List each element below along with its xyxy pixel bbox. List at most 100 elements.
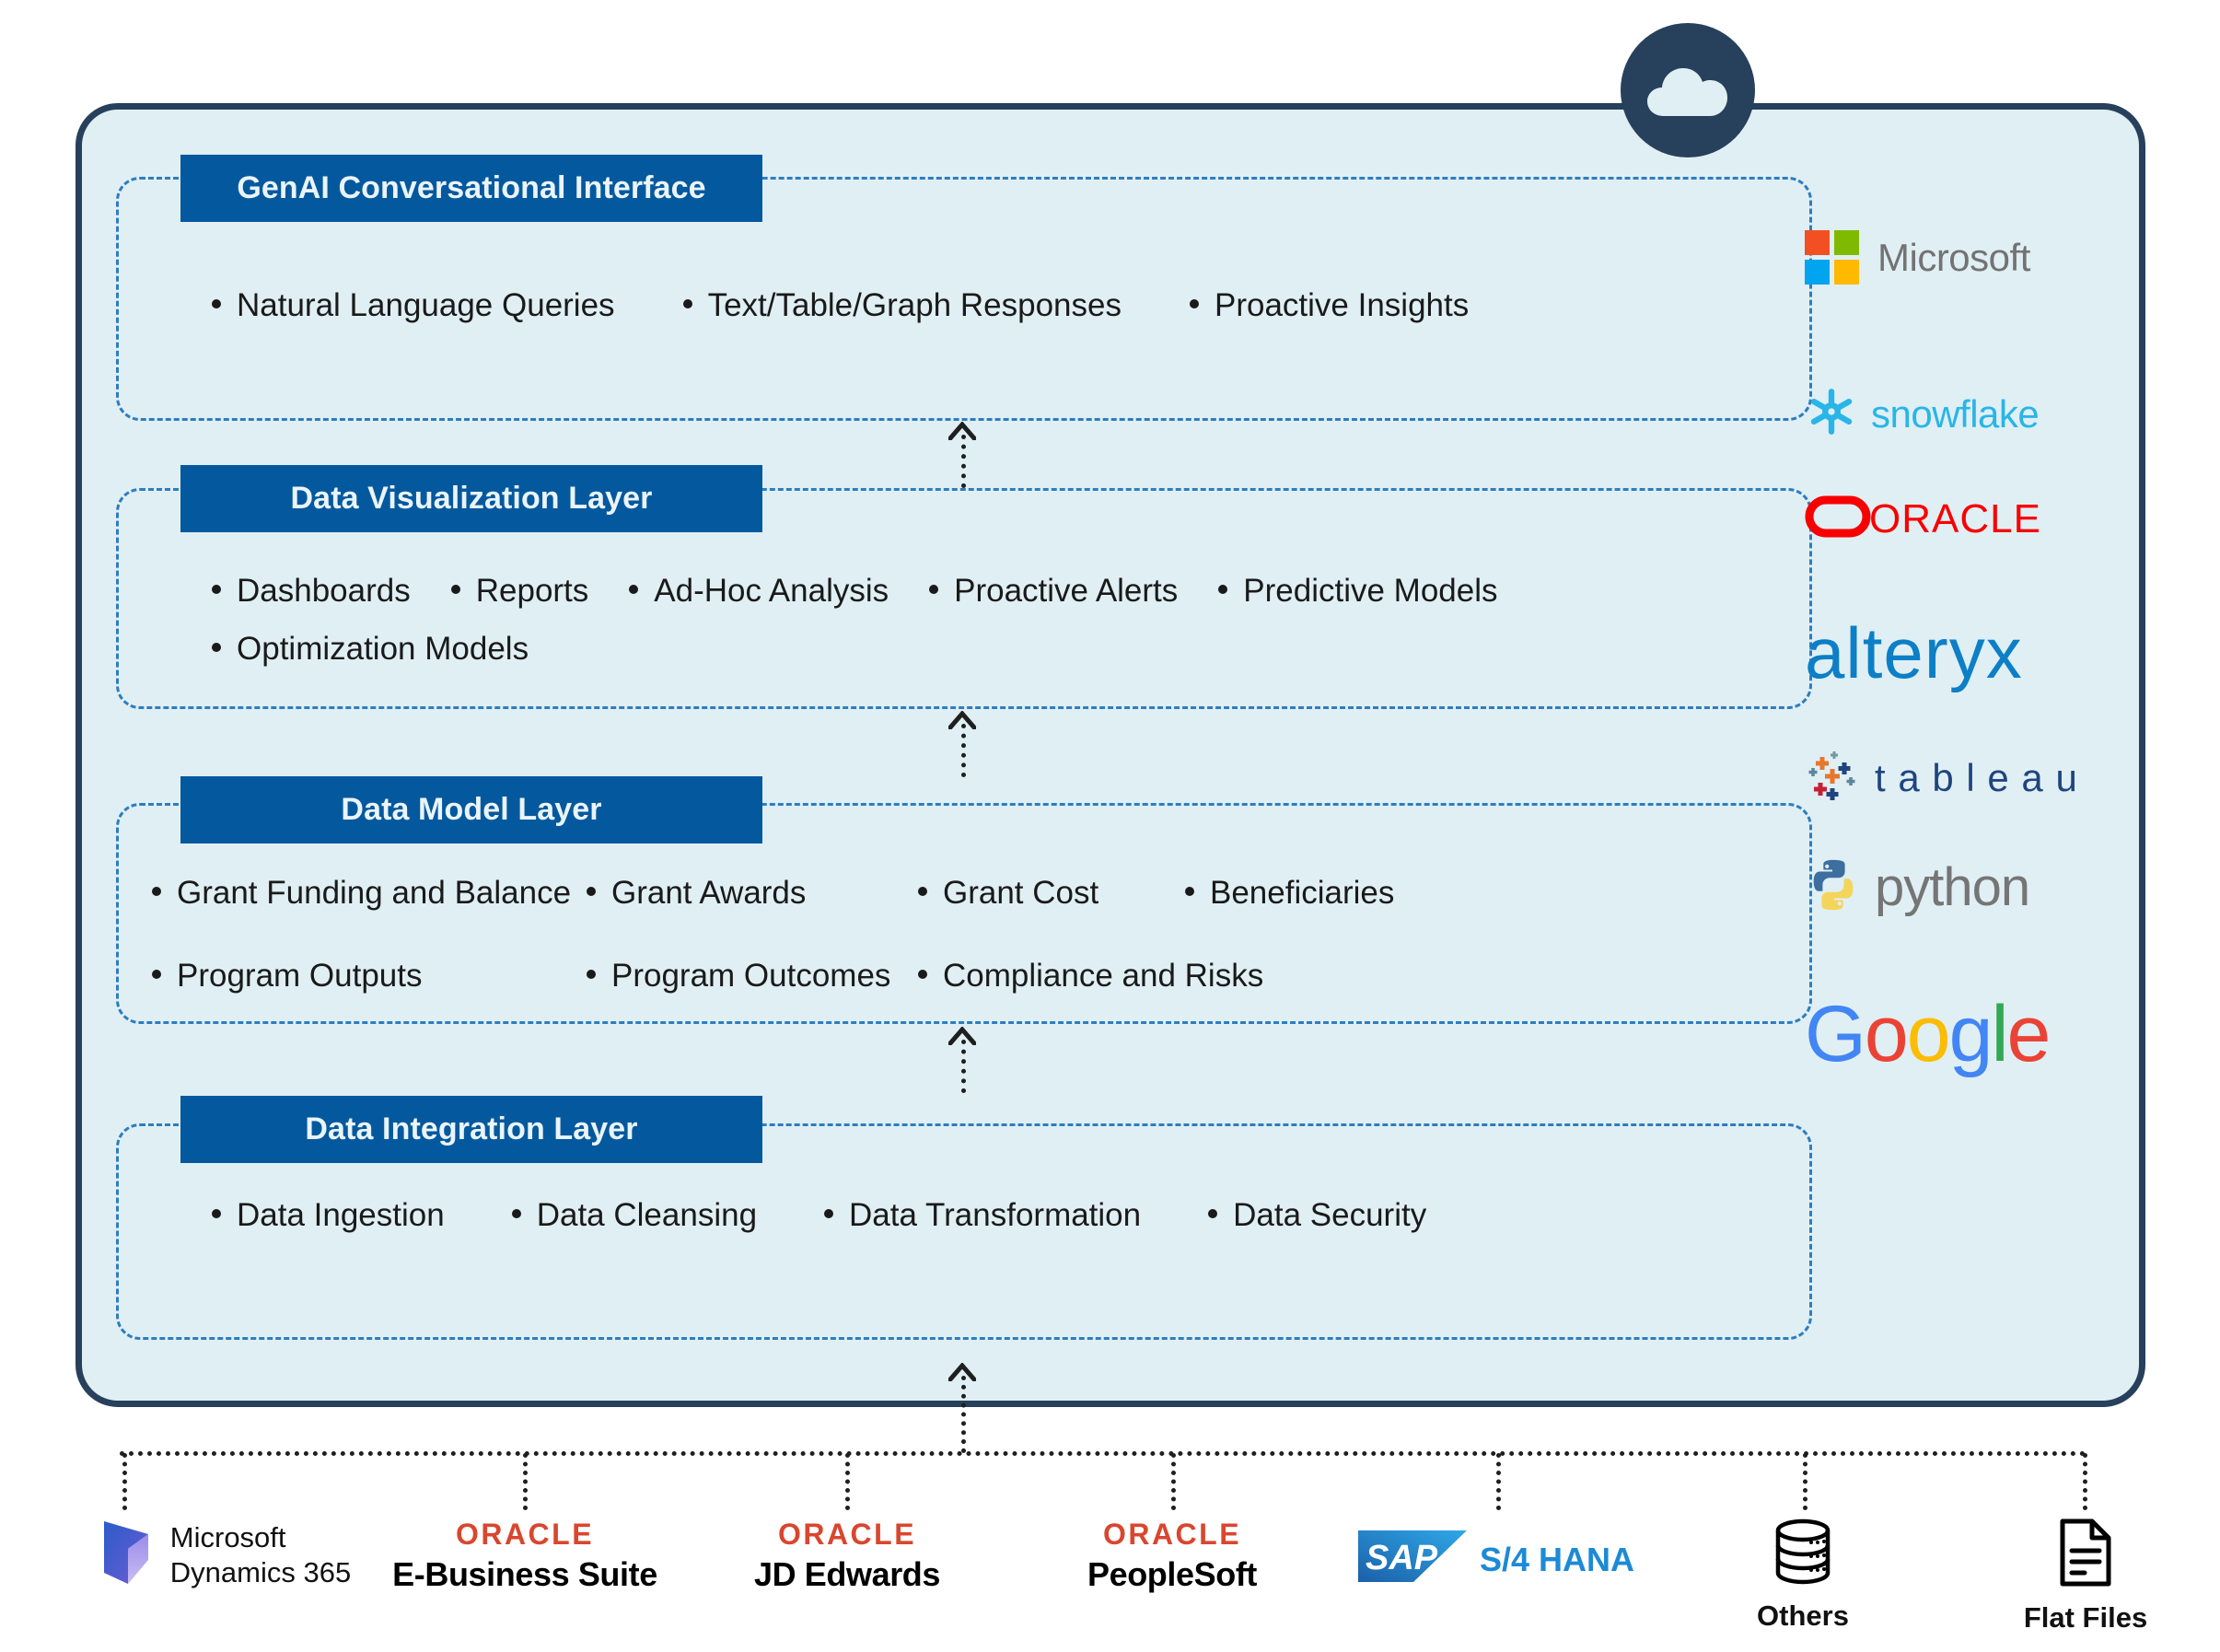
layer-genai-title: GenAI Conversational Interface bbox=[180, 155, 762, 222]
list-item: Compliance and Risks bbox=[918, 958, 1263, 995]
google-logo: Google bbox=[1805, 995, 2109, 1074]
arrow-head-icon bbox=[947, 1026, 978, 1047]
layer-integration bbox=[116, 1123, 1812, 1340]
sap-logo-icon: SAP bbox=[1357, 1530, 1469, 1588]
technology-logo-rail: Microsoft snowflake ORACLE alter bbox=[1805, 129, 2109, 1317]
bullet-dot bbox=[212, 585, 221, 594]
dynamics-365-icon bbox=[100, 1518, 157, 1592]
source-drop-line bbox=[1496, 1453, 1501, 1510]
list-item: Reports bbox=[450, 573, 588, 610]
tableau-logo: t a b l e a u bbox=[1805, 748, 2109, 808]
snowflake-wordmark: snowflake bbox=[1871, 391, 2040, 436]
layer-genai-items: Natural Language Queries Text/Table/Grap… bbox=[212, 287, 1814, 324]
source-label: Flat Files bbox=[2023, 1601, 2148, 1634]
bullet-dot bbox=[918, 887, 927, 896]
source-oracle-ebs: ORACLE E-Business Suite bbox=[387, 1518, 663, 1594]
cloud-icon bbox=[1621, 23, 1755, 157]
microsoft-logo: Microsoft bbox=[1805, 230, 2109, 285]
list-item: Program Outputs bbox=[152, 958, 587, 995]
bullet-dot bbox=[511, 1209, 521, 1218]
list-item: Ad-Hoc Analysis bbox=[629, 573, 889, 610]
list-item: Proactive Insights bbox=[1189, 287, 1469, 324]
list-item: Beneficiaries bbox=[1185, 875, 1809, 912]
flow-arrow-integration-to-model bbox=[947, 1026, 978, 1093]
oracle-oval-icon bbox=[1805, 495, 1871, 542]
oracle-brand-label: ORACLE bbox=[777, 1518, 917, 1551]
source-drop-line bbox=[122, 1453, 127, 1510]
python-wordmark: python bbox=[1875, 857, 2030, 917]
source-drop-line bbox=[1171, 1453, 1176, 1510]
arrow-stem bbox=[961, 1040, 966, 1093]
arrow-stem bbox=[961, 1376, 966, 1453]
source-dynamics-365: Microsoft Dynamics 365 bbox=[87, 1518, 364, 1592]
alteryx-logo: alteryx bbox=[1805, 617, 2109, 689]
list-item: Dashboards bbox=[212, 573, 411, 610]
list-item: Predictive Models bbox=[1218, 573, 1498, 610]
list-item: Data Transformation bbox=[824, 1197, 1141, 1234]
list-item: Grant Cost bbox=[918, 875, 1185, 912]
layer-model bbox=[116, 803, 1812, 1024]
source-sap-s4-hana: SAP S/4 HANA bbox=[1335, 1518, 1657, 1588]
oracle-product-label: PeopleSoft bbox=[1087, 1555, 1258, 1593]
layer-model-items: Grant Funding and Balance Grant Awards G… bbox=[152, 875, 1809, 995]
bullet-dot bbox=[929, 585, 939, 594]
oracle-logo: ORACLE bbox=[1805, 495, 2109, 542]
dynamics-365-wordmark: Microsoft Dynamics 365 bbox=[169, 1520, 352, 1588]
microsoft-wordmark: Microsoft bbox=[1877, 235, 2030, 279]
tableau-marks-icon bbox=[1805, 748, 1865, 808]
bullet-dot bbox=[212, 299, 221, 308]
source-label: Others bbox=[1757, 1600, 1849, 1632]
layer-visualization-items: Dashboards Reports Ad-Hoc Analysis Proac… bbox=[212, 573, 1777, 668]
oracle-product-label: JD Edwards bbox=[753, 1555, 941, 1593]
bullet-dot bbox=[587, 887, 596, 896]
bullet-dot bbox=[587, 970, 596, 979]
tableau-wordmark: t a b l e a u bbox=[1875, 755, 2078, 799]
source-drop-line bbox=[523, 1453, 528, 1510]
microsoft-squares-icon bbox=[1805, 230, 1859, 285]
arrow-head-icon bbox=[947, 1362, 978, 1383]
bullet-dot bbox=[629, 585, 639, 594]
list-item: Optimization Models bbox=[212, 631, 1777, 668]
database-icon bbox=[1771, 1518, 1835, 1590]
oracle-product-label: E-Business Suite bbox=[392, 1555, 657, 1593]
platform-panel bbox=[76, 103, 2145, 1407]
list-item: Grant Funding and Balance bbox=[152, 875, 587, 912]
layer-integration-title: Data Integration Layer bbox=[180, 1096, 762, 1163]
svg-text:SAP: SAP bbox=[1366, 1539, 1438, 1577]
list-item: Data Ingestion bbox=[212, 1197, 445, 1234]
arrow-head-icon bbox=[947, 710, 978, 731]
oracle-brand-label: ORACLE bbox=[455, 1518, 595, 1551]
bullet-dot bbox=[1208, 1209, 1218, 1218]
list-item: Proactive Alerts bbox=[929, 573, 1178, 610]
bullet-dot bbox=[1218, 585, 1228, 594]
snowflake-icon bbox=[1805, 385, 1858, 443]
flow-arrow-visualization-to-genai bbox=[947, 421, 978, 488]
list-item: Program Outcomes bbox=[587, 958, 918, 995]
snowflake-logo: snowflake bbox=[1805, 385, 2109, 443]
source-drop-line bbox=[845, 1453, 850, 1510]
source-others: Others bbox=[1729, 1518, 1877, 1633]
sap-product-label: S/4 HANA bbox=[1479, 1540, 1635, 1578]
layer-integration-items: Data Ingestion Data Cleansing Data Trans… bbox=[212, 1197, 1814, 1234]
source-systems-bus bbox=[120, 1451, 2086, 1460]
list-item: Data Cleansing bbox=[511, 1197, 757, 1234]
flow-arrow-model-to-visualization bbox=[947, 710, 978, 777]
arrow-stem bbox=[961, 724, 966, 777]
source-drop-line bbox=[2083, 1453, 2087, 1510]
list-item: Natural Language Queries bbox=[212, 287, 615, 324]
python-logo: python bbox=[1805, 856, 2109, 918]
bullet-dot bbox=[682, 299, 692, 308]
bullet-dot bbox=[1189, 299, 1199, 308]
document-icon bbox=[2057, 1518, 2114, 1592]
bullet-dot bbox=[212, 643, 221, 652]
source-oracle-jdedwards: ORACLE JD Edwards bbox=[714, 1518, 981, 1594]
bullet-dot bbox=[152, 970, 161, 979]
layer-model-title: Data Model Layer bbox=[180, 776, 762, 843]
arrow-stem bbox=[961, 435, 966, 488]
bullet-dot bbox=[212, 1209, 221, 1218]
oracle-brand-label: ORACLE bbox=[1102, 1518, 1242, 1551]
layer-genai bbox=[116, 177, 1812, 421]
oracle-wordmark: ORACLE bbox=[1869, 495, 2041, 541]
flow-arrow-sources-to-platform bbox=[947, 1362, 978, 1453]
bullet-dot bbox=[152, 887, 161, 896]
